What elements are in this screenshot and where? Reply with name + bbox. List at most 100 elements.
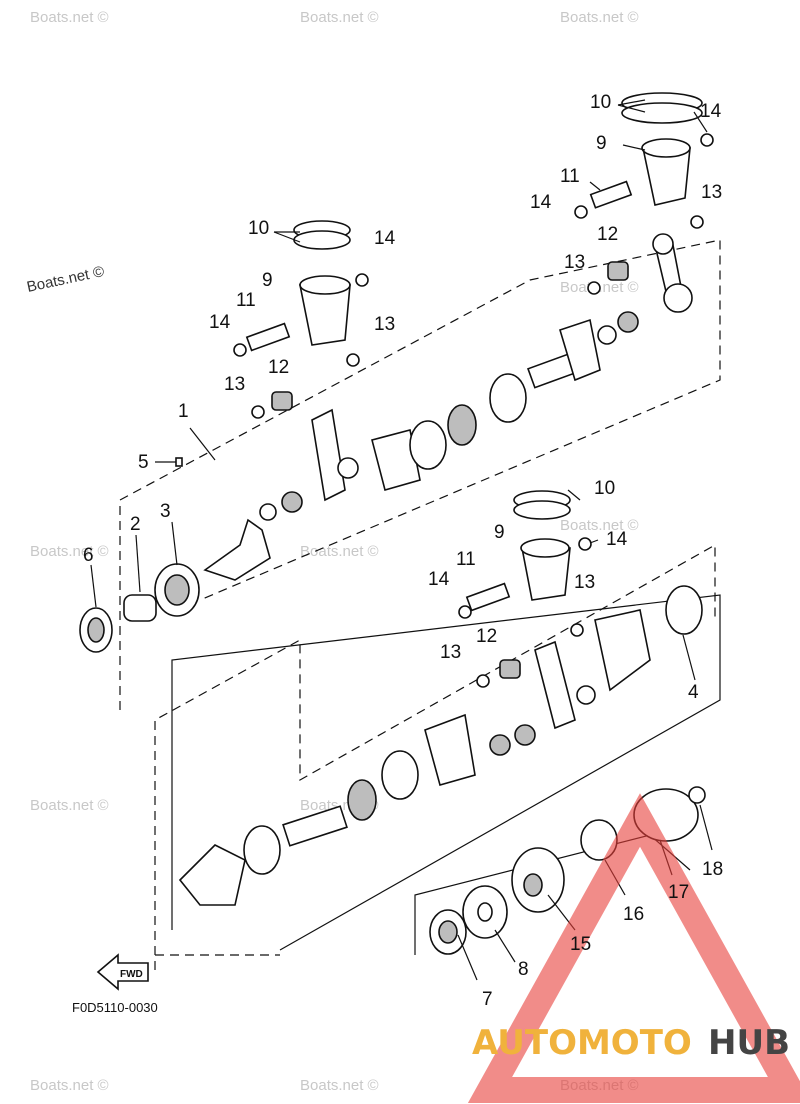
lower-crank-boundary xyxy=(171,594,721,951)
lower-crankshaft xyxy=(178,490,703,906)
thrust-washer xyxy=(570,623,584,637)
dowel-pin xyxy=(175,457,183,467)
watermark-text: Boats.net © xyxy=(300,9,379,26)
brand-name-part1: AUTOMOTO xyxy=(472,1023,692,1063)
left-piston-group xyxy=(233,220,369,419)
callout-16: 16 xyxy=(623,904,644,925)
triangle-logo-icon xyxy=(467,793,800,1103)
bearing xyxy=(409,420,447,470)
callout-2: 2 xyxy=(130,514,141,535)
circlip xyxy=(233,343,247,357)
piston-crown xyxy=(641,138,691,158)
circlip xyxy=(700,133,714,147)
callout-1: 1 xyxy=(178,401,189,422)
watermark-text: Boats.net © xyxy=(30,9,109,26)
upper-crank-outline xyxy=(119,239,721,710)
needle-bearing xyxy=(499,659,521,679)
callout-11: 11 xyxy=(236,290,256,311)
lower-crank-outline xyxy=(154,543,716,970)
needle-bearing xyxy=(617,311,639,333)
thrust-washer xyxy=(346,353,360,367)
bearing xyxy=(243,825,281,875)
brand-logo xyxy=(467,793,800,1103)
crank-web xyxy=(203,518,271,581)
upper-crankshaft xyxy=(79,311,639,653)
callout-13: 13 xyxy=(701,182,722,203)
bearing xyxy=(381,750,419,800)
callout-10: 10 xyxy=(594,478,615,499)
top-right-piston-group xyxy=(574,92,714,313)
callout-6: 6 xyxy=(83,545,94,566)
watermark-text: Boats.net © xyxy=(300,1077,379,1094)
needle-bearing xyxy=(259,503,277,521)
watermark-text: Boats.net © xyxy=(25,263,105,296)
piston-crown xyxy=(299,275,351,295)
bearing xyxy=(665,585,703,635)
callout-10: 10 xyxy=(248,218,269,239)
callout-14: 14 xyxy=(428,569,450,590)
thrust-washer xyxy=(337,457,359,479)
spacer-hole xyxy=(477,902,493,922)
fwd-arrow-icon xyxy=(96,953,149,991)
piston-ring xyxy=(621,102,703,124)
labyrinth-seal xyxy=(347,779,377,821)
callout-14: 14 xyxy=(700,101,722,122)
watermark-text: Boats.net © xyxy=(30,1077,109,1094)
watermark-text: Boats.net © xyxy=(560,9,639,26)
callout-14: 14 xyxy=(606,529,628,550)
callout-3: 3 xyxy=(160,501,171,522)
callout-11: 11 xyxy=(560,166,580,187)
watermark-text: Boats.net © xyxy=(30,797,109,814)
hub-bore xyxy=(523,873,543,897)
thrust-washer xyxy=(587,281,601,295)
oil-seal-bore xyxy=(87,617,105,643)
thrust-washer xyxy=(690,215,704,229)
piston-pin xyxy=(465,582,511,612)
piston-pin xyxy=(589,180,633,209)
callout-10: 10 xyxy=(590,92,611,113)
callout-5: 5 xyxy=(138,452,149,473)
watermark-text: Boats.net © xyxy=(30,543,109,560)
oil-seal-bore xyxy=(438,920,458,944)
circlip xyxy=(688,786,706,804)
callout-13: 13 xyxy=(564,252,585,273)
circlip xyxy=(574,205,588,219)
thrust-washer xyxy=(597,325,617,345)
callout-12: 12 xyxy=(268,357,289,378)
assembly-outlines xyxy=(119,239,721,970)
connecting-rod xyxy=(311,408,346,502)
fwd-arrow: FWD xyxy=(96,953,149,991)
callout-8: 8 xyxy=(518,959,529,980)
thrust-washer xyxy=(476,674,490,688)
needle-bearing xyxy=(281,491,303,513)
callout-13: 13 xyxy=(440,642,461,663)
brand-name-part2: HUB xyxy=(708,1023,790,1063)
watermark-text: Boats.net © xyxy=(560,517,639,534)
thrust-washer xyxy=(251,405,265,419)
callout-13: 13 xyxy=(374,314,395,335)
bearing-race xyxy=(164,574,190,606)
callout-4: 4 xyxy=(688,682,699,703)
figure-code: F0D5110-0030 xyxy=(72,1000,158,1015)
crank-web xyxy=(371,429,421,491)
needle-bearing xyxy=(607,261,629,281)
callout-17: 17 xyxy=(668,882,689,903)
piston-crown xyxy=(520,538,570,558)
callout-9: 9 xyxy=(596,133,607,154)
watermark-text: Boats.net © xyxy=(300,543,379,560)
callout-12: 12 xyxy=(476,626,497,647)
callout-9: 9 xyxy=(262,270,273,291)
thrust-washer xyxy=(576,685,596,705)
needle-bearing xyxy=(489,734,511,756)
callout-13: 13 xyxy=(224,374,245,395)
fwd-label: FWD xyxy=(120,969,143,980)
circlip xyxy=(355,273,369,287)
bearing xyxy=(489,373,527,423)
callout-7: 7 xyxy=(482,989,493,1010)
callout-14: 14 xyxy=(374,228,396,249)
crank-web xyxy=(178,844,246,906)
callout-12: 12 xyxy=(597,224,618,245)
piston-pin xyxy=(245,322,291,352)
callout-18: 18 xyxy=(702,859,723,880)
